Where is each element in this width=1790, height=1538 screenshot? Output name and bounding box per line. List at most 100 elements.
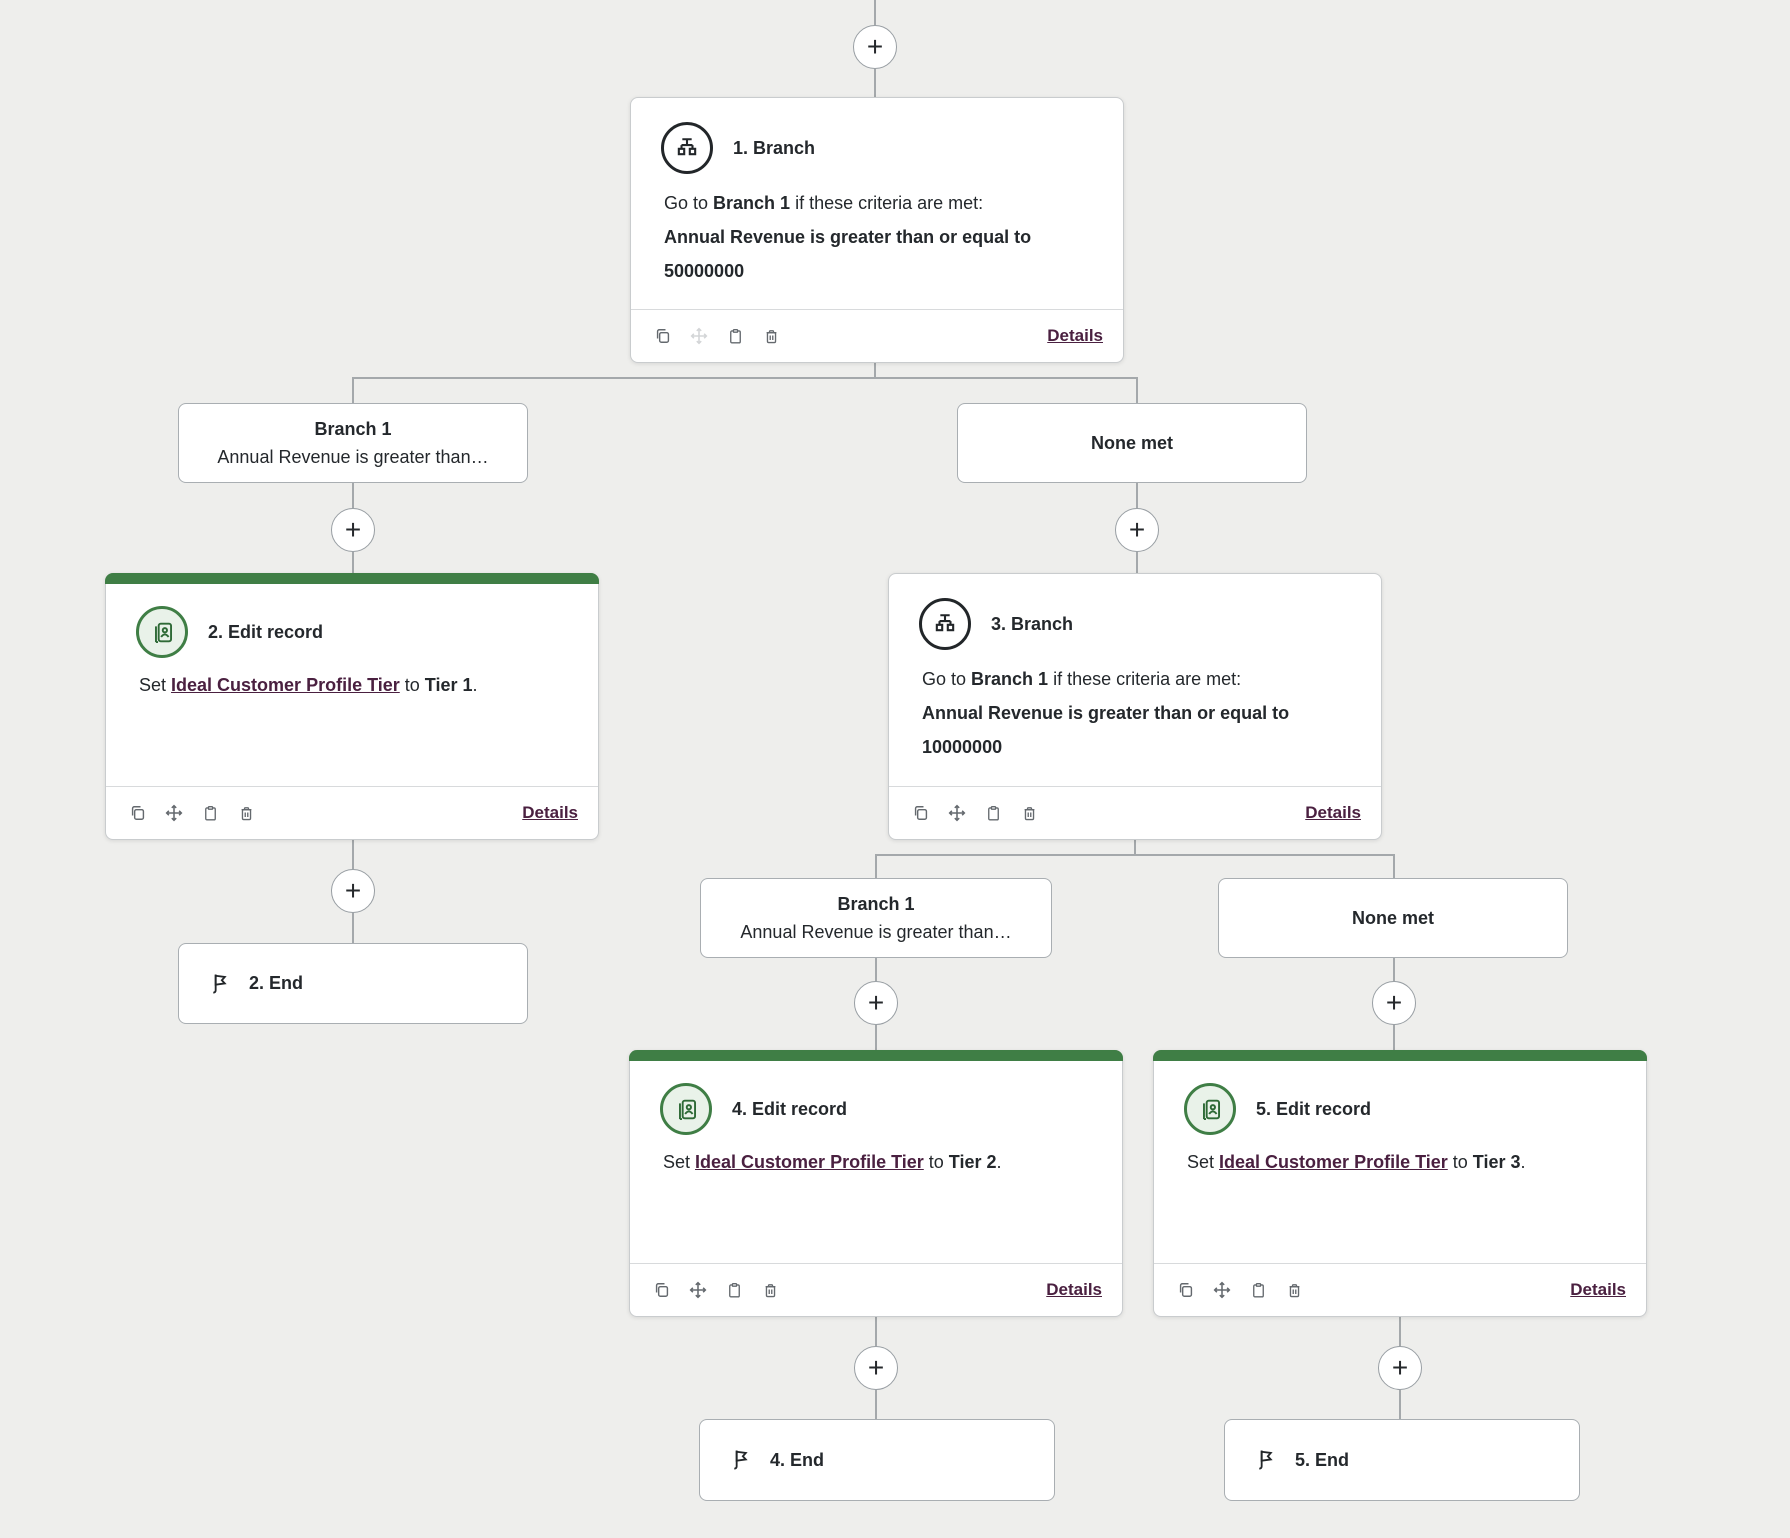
card-accent-bar — [1153, 1050, 1647, 1061]
plus-icon: + — [867, 987, 885, 1018]
details-link[interactable]: Details — [1570, 1280, 1626, 1299]
description-text: to — [923, 1152, 949, 1172]
description-text: Set — [139, 675, 172, 695]
property-value: Tier 2 — [948, 1152, 997, 1172]
connector — [874, 363, 876, 378]
property-value: Tier 3 — [1472, 1152, 1521, 1172]
copy-to-button[interactable] — [1246, 1278, 1270, 1302]
description-text: . — [1520, 1152, 1526, 1172]
move-button[interactable] — [162, 801, 186, 825]
delete-button[interactable] — [234, 801, 258, 825]
contact-record-icon — [1202, 1099, 1220, 1120]
copy-to-button[interactable] — [981, 801, 1005, 825]
branch-label-title: None met — [1351, 907, 1434, 928]
delete-button[interactable] — [1017, 801, 1041, 825]
delete-button[interactable] — [758, 1278, 782, 1302]
property-link[interactable]: Ideal Customer Profile Tier — [695, 1152, 924, 1172]
clone-icon — [1179, 1283, 1193, 1297]
clone-button[interactable] — [1174, 1278, 1198, 1302]
plus-icon: + — [866, 31, 884, 62]
move-button[interactable] — [1210, 1278, 1234, 1302]
property-link[interactable]: Ideal Customer Profile Tier — [1219, 1152, 1448, 1172]
connector — [874, 0, 876, 25]
delete-button[interactable] — [1282, 1278, 1306, 1302]
move-icon — [165, 804, 183, 822]
branch-label-title: Branch 1 — [314, 418, 392, 439]
connector — [352, 483, 354, 508]
add-action-button[interactable]: + — [1378, 1346, 1422, 1390]
details-link[interactable]: Details — [1046, 1280, 1102, 1299]
move-icon — [689, 1281, 707, 1299]
copy-to-button[interactable] — [723, 324, 747, 348]
trash-icon — [1289, 1283, 1299, 1297]
move-button[interactable] — [945, 801, 969, 825]
end-node-label: 4. End — [770, 1449, 825, 1470]
add-action-button[interactable]: + — [331, 508, 375, 552]
workflow-card-branch-1[interactable]: 1. Branch Go to Branch 1 if these criter… — [630, 97, 1124, 363]
add-action-button[interactable]: + — [853, 25, 897, 69]
clone-icon — [131, 806, 145, 820]
details-link[interactable]: Details — [522, 803, 578, 822]
sitemap-icon — [677, 138, 697, 156]
details-link[interactable]: Details — [1305, 803, 1361, 822]
clone-button[interactable] — [909, 801, 933, 825]
card-toolbar: Details — [889, 786, 1381, 839]
connector — [1393, 1025, 1395, 1050]
card-header: 2. Edit record — [106, 574, 598, 658]
end-node-5: 5. End — [1224, 1419, 1580, 1501]
card-description: Set Ideal Customer Profile Tier to Tier … — [630, 1135, 1088, 1179]
sitemap-icon — [935, 614, 955, 632]
clone-button[interactable] — [650, 1278, 674, 1302]
card-toolbar: Details — [630, 1263, 1122, 1316]
copy-to-button[interactable] — [198, 801, 222, 825]
add-action-button[interactable]: + — [854, 1346, 898, 1390]
branch-target-name: Branch 1 — [971, 669, 1049, 689]
workflow-card-edit-record-2[interactable]: 2. Edit record Set Ideal Customer Profil… — [105, 573, 599, 840]
branch-label-title: Branch 1 — [837, 893, 915, 914]
card-header: 1. Branch — [631, 98, 1123, 174]
workflow-card-branch-3[interactable]: 3. Branch Go to Branch 1 if these criter… — [888, 573, 1382, 840]
connector — [1393, 958, 1395, 981]
card-header: 5. Edit record — [1154, 1051, 1646, 1135]
card-header: 4. Edit record — [630, 1051, 1122, 1135]
add-action-button[interactable]: + — [1115, 508, 1159, 552]
branch-label-branch-1: Branch 1 Annual Revenue is greater than… — [178, 403, 528, 483]
connector — [875, 1025, 877, 1050]
delete-button[interactable] — [759, 324, 783, 348]
clone-button[interactable] — [651, 324, 675, 348]
clipboard-icon — [1252, 1282, 1264, 1298]
plus-icon: + — [344, 514, 362, 545]
card-accent-bar — [105, 573, 599, 584]
card-header: 3. Branch — [889, 574, 1381, 650]
copy-to-button[interactable] — [722, 1278, 746, 1302]
edit-record-icon — [1184, 1083, 1236, 1135]
card-title: 4. Edit record — [732, 1098, 848, 1119]
contact-record-icon — [678, 1099, 696, 1120]
add-action-button[interactable]: + — [1372, 981, 1416, 1025]
workflow-card-edit-record-5[interactable]: 5. Edit record Set Ideal Customer Profil… — [1153, 1050, 1647, 1317]
clone-icon — [914, 806, 928, 820]
edit-record-icon — [136, 606, 188, 658]
property-link[interactable]: Ideal Customer Profile Tier — [171, 675, 400, 695]
description-text: if these criteria are met: — [1048, 669, 1242, 689]
clipboard-icon — [204, 805, 216, 821]
workflow-card-edit-record-4[interactable]: 4. Edit record Set Ideal Customer Profil… — [629, 1050, 1123, 1317]
details-link[interactable]: Details — [1047, 326, 1103, 345]
connector — [875, 1390, 877, 1419]
connector — [1393, 854, 1395, 878]
add-action-button[interactable]: + — [331, 869, 375, 913]
clipboard-icon — [987, 805, 999, 821]
flag-icon — [1259, 1450, 1273, 1470]
connector — [352, 913, 354, 943]
connector — [875, 854, 877, 878]
move-icon — [948, 804, 966, 822]
connector — [352, 840, 354, 869]
clone-button[interactable] — [126, 801, 150, 825]
property-value: Tier 1 — [424, 675, 473, 695]
description-text: Go to — [922, 669, 972, 689]
end-node-label: 5. End — [1295, 1449, 1350, 1470]
clipboard-icon — [728, 1282, 740, 1298]
add-action-button[interactable]: + — [854, 981, 898, 1025]
move-button[interactable] — [686, 1278, 710, 1302]
